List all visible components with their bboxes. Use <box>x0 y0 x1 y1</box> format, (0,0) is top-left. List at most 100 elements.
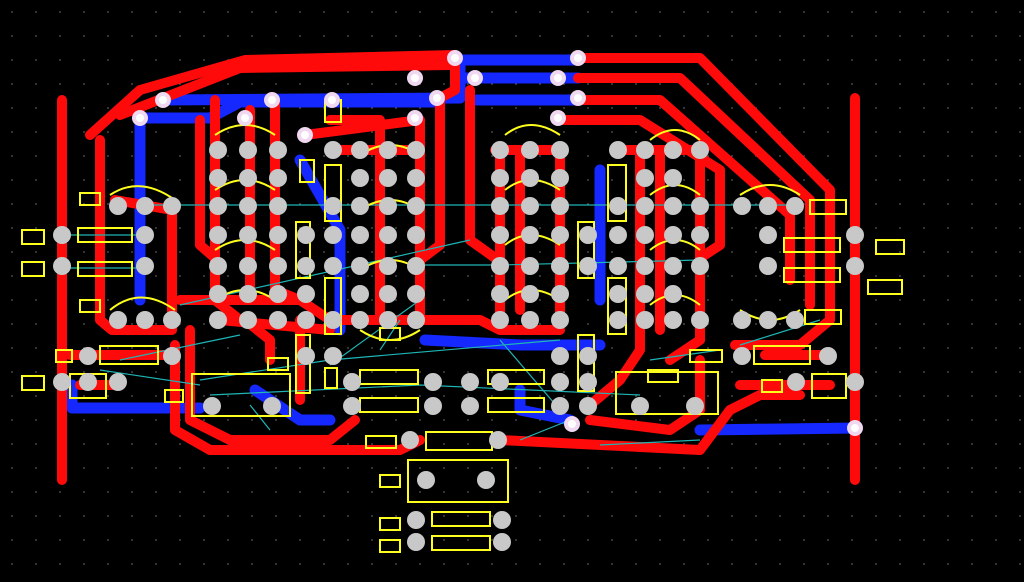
component-pad[interactable] <box>269 169 287 187</box>
component-pad[interactable] <box>759 257 777 275</box>
component-pad[interactable] <box>407 169 425 187</box>
component-pad[interactable] <box>846 373 864 391</box>
component-pad[interactable] <box>379 311 397 329</box>
component-pad[interactable] <box>401 431 419 449</box>
component-pad[interactable] <box>269 311 287 329</box>
component-pad[interactable] <box>664 197 682 215</box>
component-pad[interactable] <box>521 141 539 159</box>
component-pad[interactable] <box>609 285 627 303</box>
via-hole[interactable] <box>851 424 859 432</box>
component-pad[interactable] <box>636 141 654 159</box>
component-pad[interactable] <box>209 141 227 159</box>
component-pad[interactable] <box>491 257 509 275</box>
component-pad[interactable] <box>209 226 227 244</box>
component-pad[interactable] <box>203 397 221 415</box>
via-hole[interactable] <box>554 114 562 122</box>
component-pad[interactable] <box>521 226 539 244</box>
via-hole[interactable] <box>574 94 582 102</box>
component-pad[interactable] <box>579 257 597 275</box>
component-pad[interactable] <box>379 169 397 187</box>
via-hole[interactable] <box>471 74 479 82</box>
via-hole[interactable] <box>268 96 276 104</box>
component-pad[interactable] <box>239 197 257 215</box>
component-pad[interactable] <box>664 169 682 187</box>
component-pad[interactable] <box>407 197 425 215</box>
component-pad[interactable] <box>521 285 539 303</box>
component-pad[interactable] <box>786 197 804 215</box>
component-pad[interactable] <box>551 197 569 215</box>
component-pad[interactable] <box>417 471 435 489</box>
component-pad[interactable] <box>631 397 649 415</box>
component-pad[interactable] <box>297 285 315 303</box>
component-pad[interactable] <box>53 226 71 244</box>
component-pad[interactable] <box>351 285 369 303</box>
component-pad[interactable] <box>407 285 425 303</box>
component-pad[interactable] <box>691 197 709 215</box>
component-pad[interactable] <box>163 311 181 329</box>
component-pad[interactable] <box>521 311 539 329</box>
component-pad[interactable] <box>551 373 569 391</box>
component-pad[interactable] <box>786 311 804 329</box>
component-pad[interactable] <box>53 373 71 391</box>
via-hole[interactable] <box>574 54 582 62</box>
component-pad[interactable] <box>209 197 227 215</box>
component-pad[interactable] <box>491 169 509 187</box>
component-pad[interactable] <box>209 169 227 187</box>
component-pad[interactable] <box>239 257 257 275</box>
via-hole[interactable] <box>568 420 576 428</box>
via-hole[interactable] <box>241 114 249 122</box>
component-pad[interactable] <box>263 397 281 415</box>
pads-layer[interactable] <box>53 141 864 551</box>
component-pad[interactable] <box>491 373 509 391</box>
component-pad[interactable] <box>521 197 539 215</box>
component-pad[interactable] <box>636 285 654 303</box>
component-pad[interactable] <box>324 226 342 244</box>
component-pad[interactable] <box>209 311 227 329</box>
component-pad[interactable] <box>787 373 805 391</box>
component-pad[interactable] <box>733 311 751 329</box>
component-pad[interactable] <box>209 285 227 303</box>
component-pad[interactable] <box>407 226 425 244</box>
component-pad[interactable] <box>759 226 777 244</box>
component-pad[interactable] <box>407 141 425 159</box>
component-pad[interactable] <box>759 197 777 215</box>
component-pad[interactable] <box>636 311 654 329</box>
component-pad[interactable] <box>551 347 569 365</box>
component-pad[interactable] <box>579 397 597 415</box>
component-pad[interactable] <box>297 347 315 365</box>
component-pad[interactable] <box>733 347 751 365</box>
component-pad[interactable] <box>324 197 342 215</box>
component-pad[interactable] <box>109 197 127 215</box>
via-hole[interactable] <box>159 96 167 104</box>
component-pad[interactable] <box>351 257 369 275</box>
component-pad[interactable] <box>297 226 315 244</box>
component-pad[interactable] <box>491 197 509 215</box>
component-pad[interactable] <box>324 257 342 275</box>
component-pad[interactable] <box>379 197 397 215</box>
via-hole[interactable] <box>411 74 419 82</box>
component-pad[interactable] <box>691 257 709 275</box>
component-pad[interactable] <box>269 197 287 215</box>
vias-layer[interactable] <box>132 50 863 436</box>
component-pad[interactable] <box>521 169 539 187</box>
component-pad[interactable] <box>351 169 369 187</box>
component-pad[interactable] <box>551 141 569 159</box>
component-pad[interactable] <box>664 285 682 303</box>
component-pad[interactable] <box>136 226 154 244</box>
component-pad[interactable] <box>239 285 257 303</box>
component-pad[interactable] <box>407 311 425 329</box>
component-pad[interactable] <box>136 257 154 275</box>
component-pad[interactable] <box>424 397 442 415</box>
component-pad[interactable] <box>691 311 709 329</box>
via-hole[interactable] <box>301 131 309 139</box>
component-pad[interactable] <box>136 197 154 215</box>
component-pad[interactable] <box>407 511 425 529</box>
component-pad[interactable] <box>351 226 369 244</box>
via-hole[interactable] <box>328 96 336 104</box>
component-pad[interactable] <box>691 226 709 244</box>
component-pad[interactable] <box>491 311 509 329</box>
component-pad[interactable] <box>579 347 597 365</box>
component-pad[interactable] <box>846 257 864 275</box>
via-hole[interactable] <box>433 94 441 102</box>
